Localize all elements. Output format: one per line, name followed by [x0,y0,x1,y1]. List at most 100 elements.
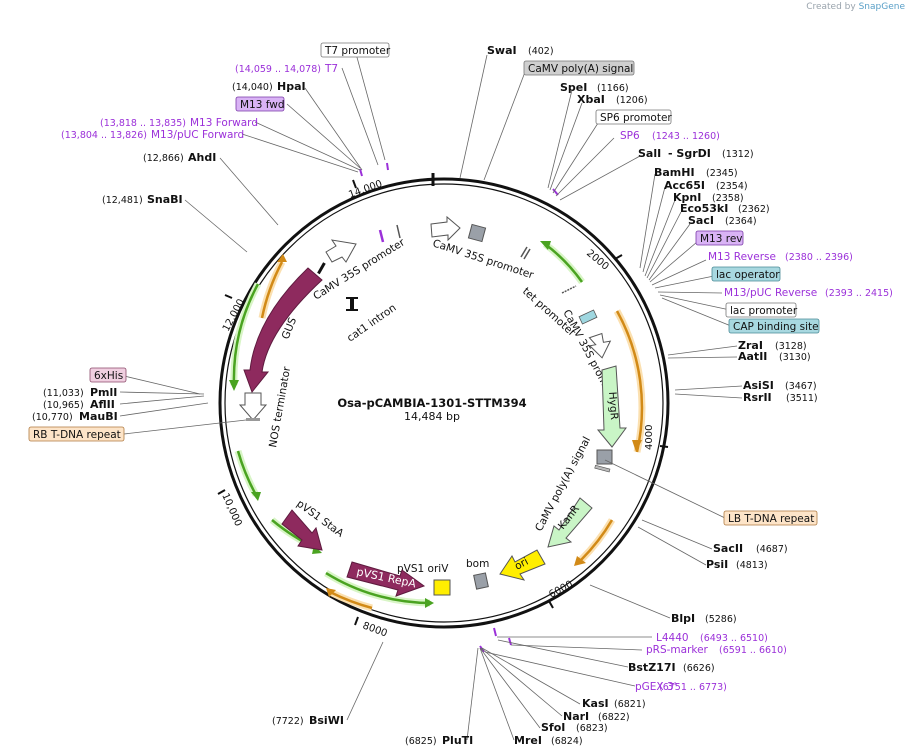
m13puc-reverse-pos: (2393 .. 2415) [825,288,893,299]
sp6-primer-pos: (1243 .. 1260) [652,131,720,142]
saci-pos: (2364) [725,216,757,227]
right-labels: SwaI (402) CaMV poly(A) signal SpeI (116… [405,44,893,747]
pluti-name: PluTI [442,734,473,747]
kanr-arrow [547,497,593,548]
blpi-pos: (5286) [705,614,737,625]
eco53ki-name: Eco53kI [680,202,728,215]
kpni-pos: (2358) [712,193,744,204]
bom-label: bom [466,558,489,570]
sp6-promoter-label: SP6 promoter [600,112,672,124]
l4440-pos: (6493 .. 6510) [700,633,768,644]
pvs1-oriv-box [433,579,451,596]
aatii-name: AatII [738,350,767,363]
camv35s-top-arrow [430,215,461,242]
bsiwi-name: BsiWI [309,714,344,727]
psii-pos: (4813) [736,560,768,571]
tick-label-4000: 4000 [644,425,655,450]
eco53ki-pos: (2362) [738,204,770,215]
pvs1-oriv-label: pVS1 oriV [397,563,449,575]
nos-bar [246,418,260,421]
mrei-pos: (6824) [551,736,583,747]
hygr-label: HygR [606,391,620,420]
rb-tdna-label: RB T-DNA repeat [33,429,121,441]
lac-promoter-box [725,302,797,318]
spei-pos: (1166) [597,83,629,94]
tick-14000 [352,179,357,189]
hygr-arrow [596,365,627,448]
orf-arc-orange-2-line [580,519,614,561]
sfoi-pos: (6823) [576,723,608,734]
tick-4000 [659,445,669,448]
camv35s-top-box [467,223,487,243]
lac-promoter-label: lac promoter [730,305,798,317]
orf-arc-5-line [232,283,260,386]
m13-fwd-label: M13 fwd [240,99,285,111]
camv35s-top-label: CaMV 35S promoter [431,237,536,281]
backbone-outer [218,177,670,629]
ahdi-name: AhdI [188,151,216,164]
orf-arc-orange-4-line [260,261,284,319]
acc65i-name: Acc65I [664,179,705,192]
cap-site-box [728,318,820,334]
credit-prefix: Created by [806,2,856,12]
ori-label: ori [513,556,531,573]
lb-tdna-label: LB T-DNA repeat [728,513,814,525]
m13-rev-label: M13 rev [700,233,743,245]
lb-tdna-box [723,510,818,526]
t7-primer-name: T7 [324,63,338,75]
aflii-pos: (10,965) [43,400,84,411]
aatii-pos: (3130) [779,352,811,363]
tick-label-8000: 8000 [361,620,389,639]
bstz17i-pos: (6626) [683,663,715,674]
tet-dash [561,285,577,294]
pgex3-pos: (6751 .. 6773) [659,682,727,693]
nos-arrow [238,392,268,421]
cat1-bar [350,298,354,310]
backbone-inner [224,183,664,623]
orf-arc-orange-1-line [615,310,644,453]
t7-primer-pos: (14,059 .. 14,078) [235,64,321,75]
camv35s-left-bar [317,262,326,275]
prs-marker-pos: (6591 .. 6610) [719,645,787,656]
hpai-pos: (14,040) [232,82,273,93]
sacii-name: SacII [713,542,743,555]
primer-marks [359,162,559,653]
saci-name: SacI [688,214,714,227]
camv35s-right-arrow [588,332,612,359]
nari-pos: (6822) [598,712,630,723]
rsrii-name: RsrII [743,391,772,404]
lac-operator-label: lac operator [716,269,780,281]
pluti-pos: (6825) [405,736,437,747]
sali-pos: (1312) [722,149,754,160]
prs-marker-name: pRS-marker [646,644,709,656]
lac-mini-box [578,309,598,325]
tick-2000 [614,254,623,260]
zrai-pos: (3128) [775,341,807,352]
pvs1-staa-arrow [281,509,323,551]
camv35s-left-label: CaMV 35S promoter [311,236,407,302]
rsrii-pos: (3511) [786,393,818,404]
primer-mark-left [378,229,385,243]
swai-name: SwaI [487,44,517,57]
bstz17i-name: BstZ17I [628,661,676,674]
sp6-promoter-box [595,109,672,125]
xbai-pos: (1206) [616,95,648,106]
tick-label-2000: 2000 [584,248,611,273]
kpni-name: KpnI [673,191,701,204]
camv-polya-box [523,60,635,76]
left-labels: T7 promoter (14,059 .. 14,078) T7 (14,04… [28,42,391,727]
orf-arc-5-head [229,380,239,391]
gus-arrow [243,267,323,394]
zrai-name: ZraI [738,339,763,352]
sgrdi-name: - SgrDI [668,147,711,160]
ahdi-pos: (12,866) [143,153,184,164]
pmli-pos: (11,033) [43,388,84,399]
m13puc-reverse-name: M13/pUC Reverse [724,287,817,299]
pmli-name: PmlI [90,386,117,399]
mrei-name: MreI [514,734,542,747]
aflii-name: AflII [90,398,115,411]
polya2-box [596,449,613,465]
tick-10000 [217,489,226,495]
cap-site-label: CAP binding site [733,321,819,333]
pvs1-repa-arrow [346,561,426,597]
